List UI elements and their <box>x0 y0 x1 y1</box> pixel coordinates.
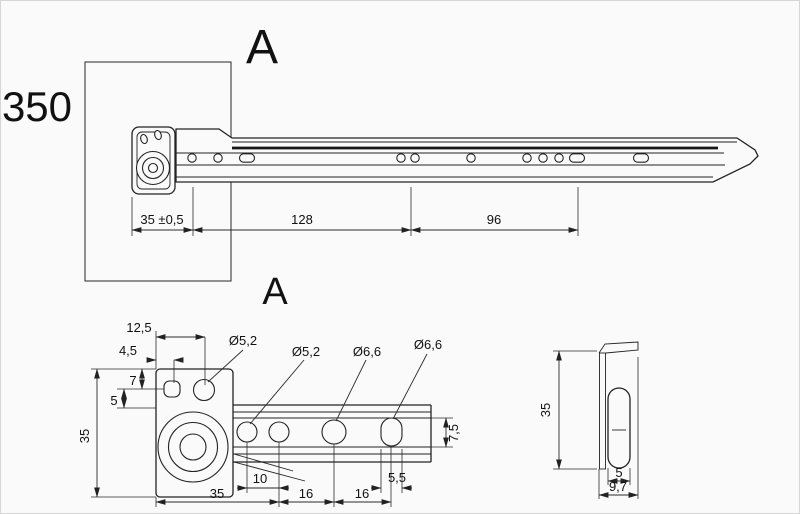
band-hole-2 <box>268 421 290 443</box>
rail-hole <box>538 153 548 163</box>
dim-rail-height: 7,5 <box>446 424 461 442</box>
dim-front-width: 35 ±0,5 <box>140 212 183 227</box>
leader-line <box>249 359 305 425</box>
dim-pitch-16a: 16 <box>299 486 313 501</box>
bend-line <box>233 453 294 472</box>
dim-rail-hole-dia-1: Ø5,2 <box>292 344 320 359</box>
rail-hole <box>466 153 476 163</box>
roller-center <box>179 433 207 461</box>
leader-line <box>335 359 367 422</box>
bracket-slot-hole <box>154 129 162 141</box>
rail-hole <box>187 153 197 163</box>
side-profile-drawing <box>598 341 639 470</box>
side-dimensions: 35 5 9,7 <box>538 350 639 499</box>
rail-hole <box>213 153 223 163</box>
rail-slot <box>568 153 586 163</box>
rail-hole <box>410 153 420 163</box>
dim-front-hole-dia: Ø5,2 <box>229 333 257 348</box>
dim-side-height: 35 <box>538 403 553 417</box>
dim-pitch-16b: 16 <box>355 486 369 501</box>
dim-rail-slot-dia: Ø6,6 <box>414 337 442 352</box>
leader-line <box>392 353 428 420</box>
band-hole-3 <box>321 419 347 445</box>
rail-slot <box>632 153 650 163</box>
detail-marker-label: A <box>262 271 288 313</box>
mounting-bracket-inner <box>136 131 171 190</box>
dim-rail-hole-dia-2: Ø6,6 <box>353 344 381 359</box>
plate-round-hole <box>192 378 216 402</box>
roller-rivet-center <box>147 162 159 174</box>
dim-pitch-128: 128 <box>291 212 313 227</box>
bend-line <box>233 461 306 482</box>
slide-rail-drawing <box>131 126 759 195</box>
dim-depth: 9,7 <box>609 479 627 494</box>
dim-slot-width: 5,5 <box>388 470 406 485</box>
dim-front-length: 35 <box>210 486 224 501</box>
dim-tab-width: 12,5 <box>126 320 151 335</box>
dim-pitch-96: 96 <box>487 212 501 227</box>
side-view: 35 5 9,7 <box>538 341 639 499</box>
dim-plate-height: 35 <box>77 429 92 443</box>
main-view: A 350 <box>2 21 759 282</box>
detail-view: A <box>77 271 461 507</box>
rail-slot <box>238 153 256 163</box>
band-slot <box>380 417 403 447</box>
dim-tab-hole-offset: 4,5 <box>119 343 137 358</box>
rail-hole <box>396 153 406 163</box>
dim-roller-width: 5 <box>615 465 622 480</box>
roller-capsule <box>607 387 631 469</box>
bracket-slot-hole <box>140 133 148 145</box>
leader-line <box>207 349 244 383</box>
dim-offset-5: 5 <box>110 393 117 408</box>
plate-square-hole <box>163 380 181 398</box>
rail-hole <box>554 153 564 163</box>
plate-edge <box>599 352 606 470</box>
overall-length-label: 350 <box>2 83 72 130</box>
dim-pitch-10: 10 <box>253 471 267 486</box>
main-dimensions: 35 ±0,5 128 96 <box>131 187 579 236</box>
detail-dimensions: Ø5,2 Ø5,2 Ø6,6 Ø6,6 12,5 4,5 35 7 <box>77 320 461 507</box>
band-hole-1 <box>236 421 258 443</box>
detail-marker-label-top: A <box>246 21 278 74</box>
top-hook-tab <box>598 341 639 354</box>
dim-offset-7: 7 <box>129 373 136 388</box>
rail-hole <box>522 153 532 163</box>
